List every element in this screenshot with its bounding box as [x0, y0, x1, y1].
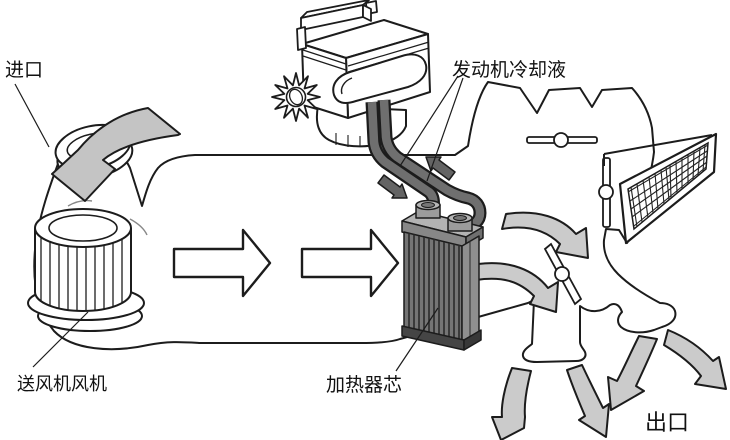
outlet-airflow-arrows: [475, 211, 727, 440]
air-duct-body: [33, 81, 677, 363]
vent-arrow-upper: [501, 211, 589, 259]
leader-lines: [14, 75, 464, 372]
vent-arrow-lower: [475, 262, 559, 313]
inlet-airflow-arrow: [51, 107, 181, 202]
damper-horizontal: [526, 132, 598, 148]
engine-valve-cover: [296, 0, 378, 51]
label-outlet: 出口: [645, 410, 689, 435]
heater-core-fittings: [415, 199, 473, 232]
damper-vertical: [598, 157, 614, 228]
label-inlet: 进口: [5, 59, 43, 81]
blower-fan: [27, 199, 148, 332]
dampers: [526, 132, 614, 306]
dashboard-vent-grille: [603, 132, 718, 245]
floor-arrow-left: [491, 367, 532, 440]
engine: [271, 0, 431, 148]
label-heater-core: 加热器芯: [326, 374, 402, 396]
coolant-arrow-supply: [377, 174, 408, 199]
airflow-arrow-right: [300, 228, 400, 298]
grille-grid: [627, 144, 709, 228]
label-blower-fan: 送风机风机: [17, 374, 107, 394]
airflow-arrow-left: [172, 228, 272, 298]
engine-intake-cover: [332, 53, 428, 104]
heater-core-fins: [408, 233, 460, 340]
floor-arrow-right: [566, 364, 610, 438]
side-arrow-right: [663, 329, 727, 390]
label-engine-coolant: 发动机冷却液: [452, 59, 566, 81]
side-arrow-left: [607, 335, 658, 411]
duct-airflow-arrows: [172, 228, 400, 298]
damper-diagonal: [543, 242, 583, 306]
heater-core: [401, 199, 484, 351]
fan-slats: [40, 237, 123, 311]
